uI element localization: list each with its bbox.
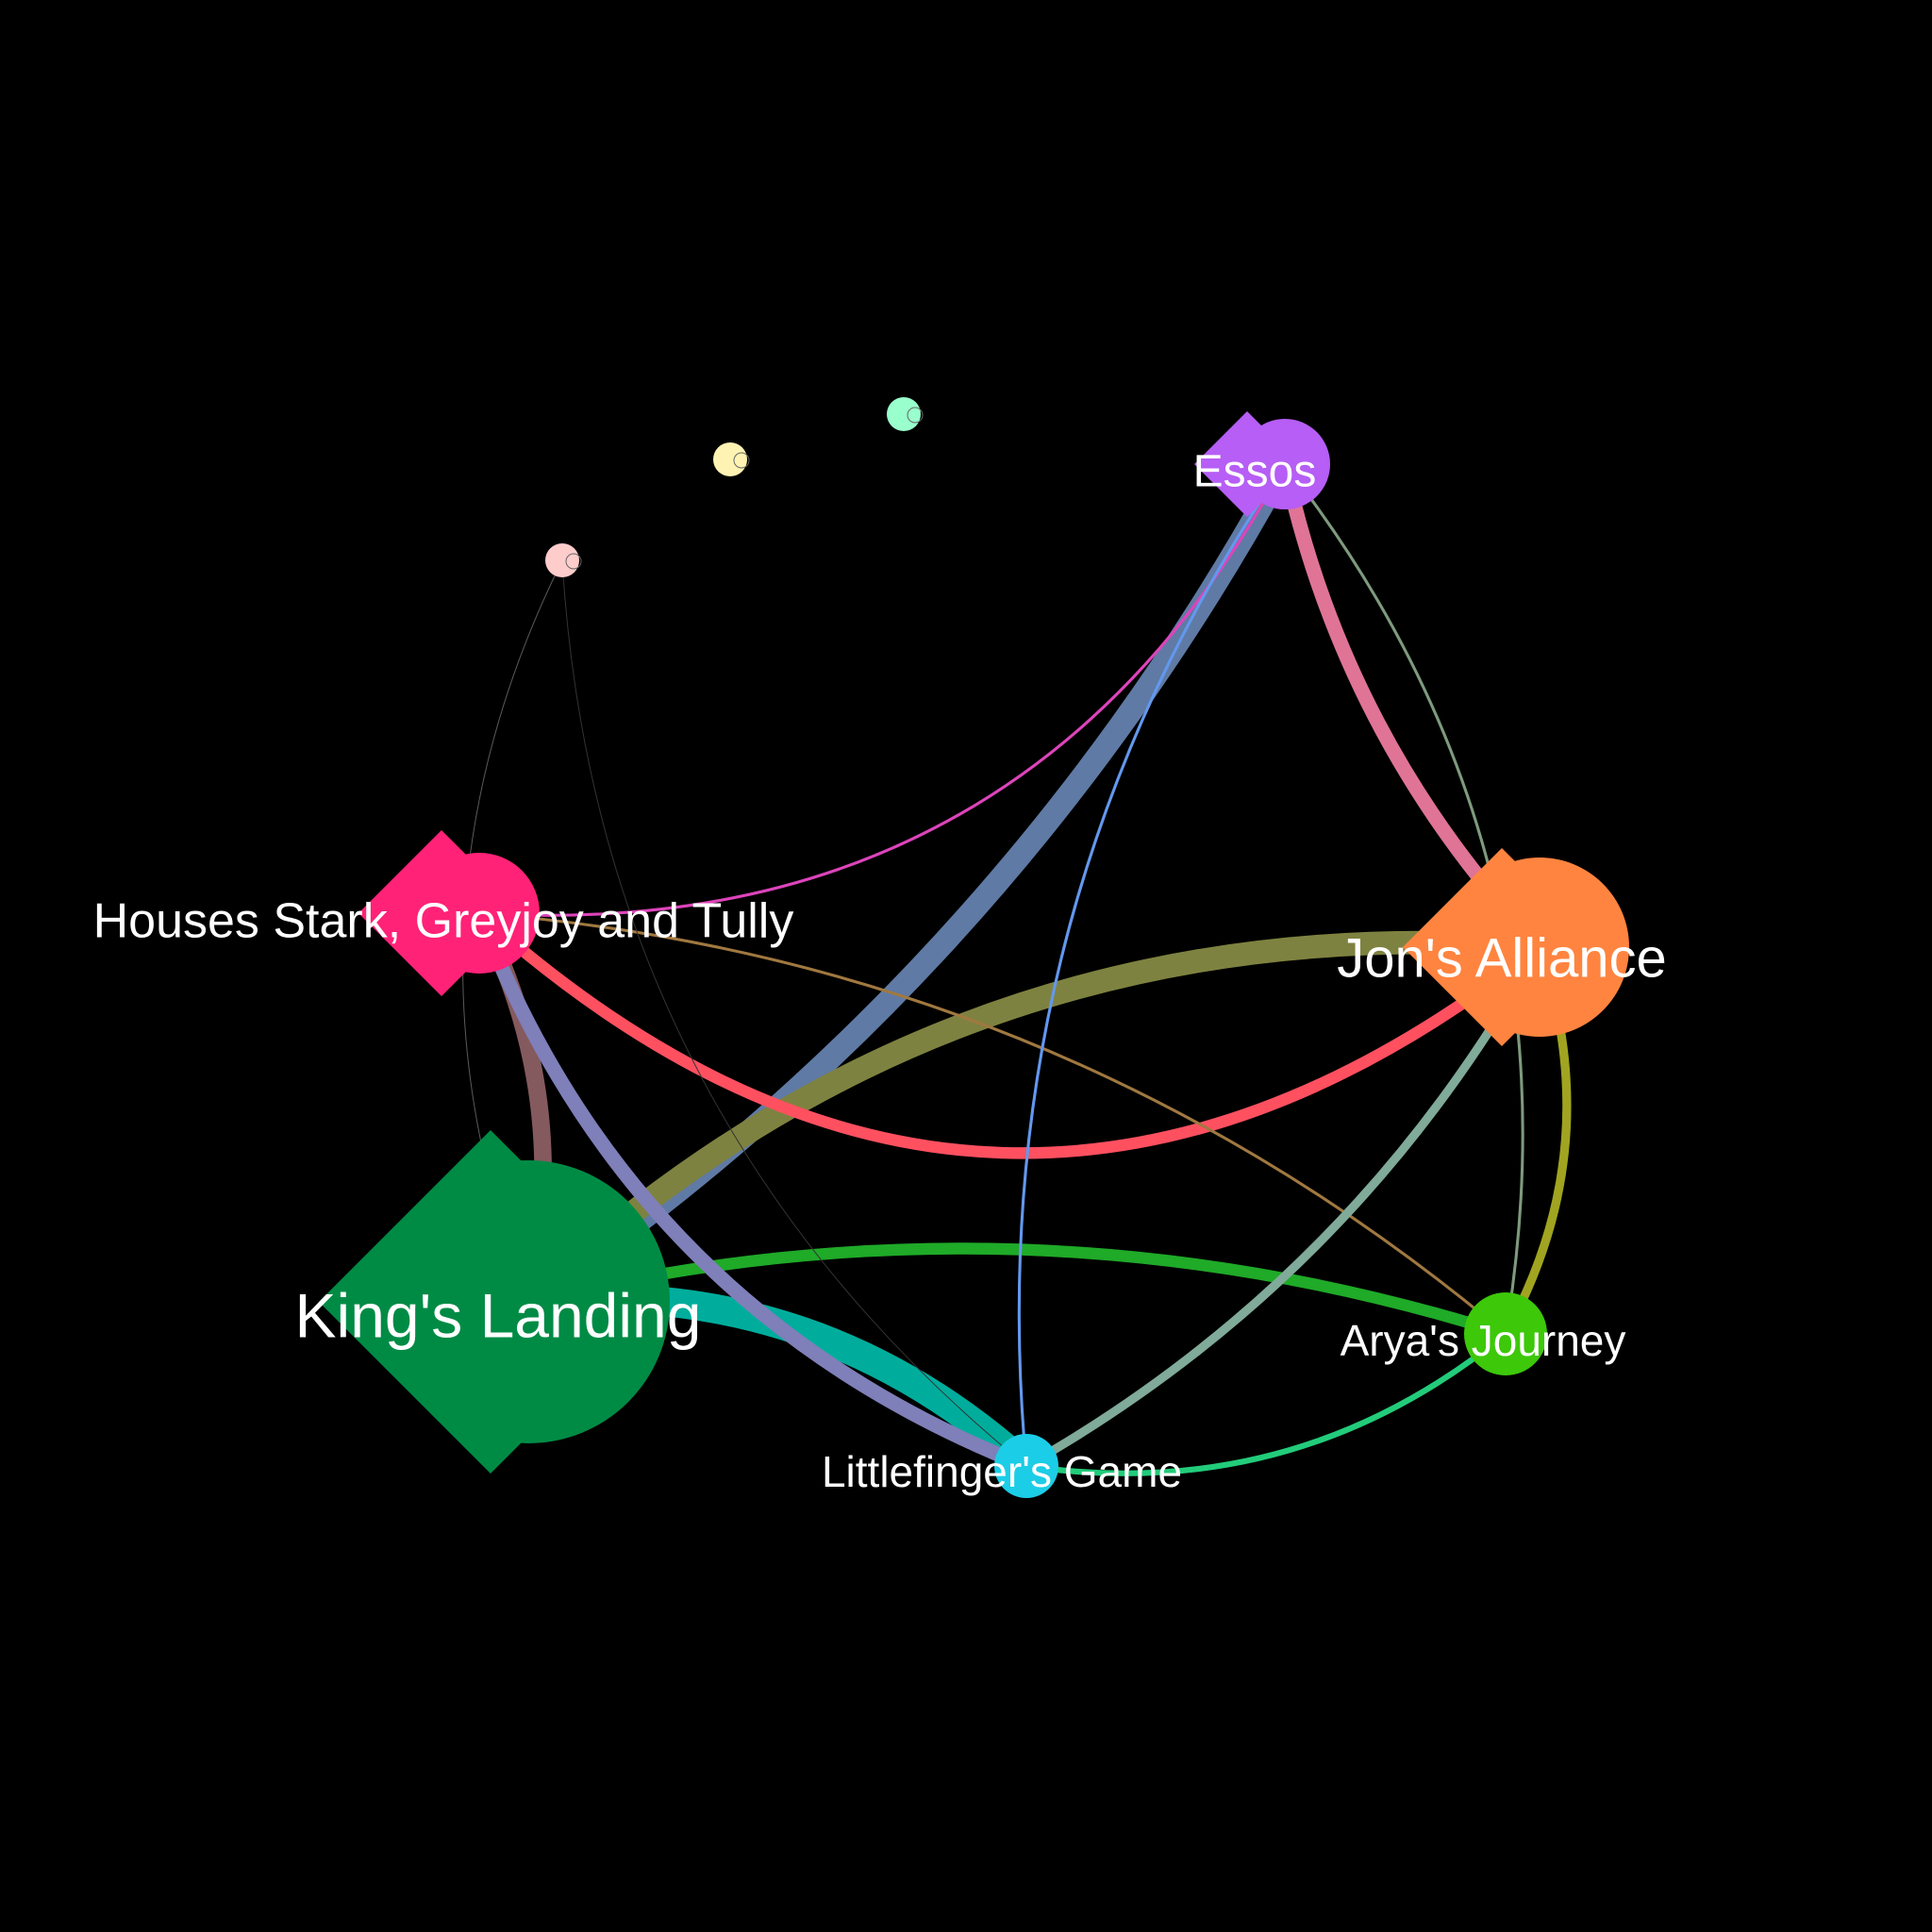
node-littlefingers_game-circle — [994, 1434, 1058, 1498]
link-houses_stark-littlefingers_game — [472, 906, 1034, 1474]
label-littlefingers_game: Littlefinger's Game — [822, 1447, 1182, 1496]
link-houses_stark-aryas_journey — [477, 911, 1507, 1336]
link-aryas_journey-littlefingers_game — [1023, 1330, 1509, 1476]
node-essos — [1194, 411, 1330, 517]
node-aryas_journey — [1464, 1292, 1547, 1375]
node-small_yellow — [713, 442, 750, 476]
node-littlefingers_game — [994, 1434, 1058, 1498]
link-houses_stark-jons_alliance — [473, 907, 1546, 1159]
node-houses_stark-circle — [419, 853, 540, 974]
node-kings_landing-circle — [387, 1160, 670, 1443]
node-small_yellow-circle — [713, 442, 747, 476]
node-essos-circle — [1240, 419, 1330, 509]
node-small_mint-circle — [887, 397, 921, 431]
node-jons_alliance — [1403, 848, 1629, 1046]
node-aryas_journey-circle — [1464, 1292, 1547, 1375]
labels-layer: King's Landing Jon's Alliance Houses Stark… — [93, 447, 1667, 1496]
node-small_pink-ring — [565, 553, 582, 570]
link-houses_stark-essos — [477, 462, 1287, 917]
node-small_mint — [887, 397, 924, 431]
node-small_mint-ring — [907, 407, 924, 424]
node-small_yellow-ring — [733, 452, 750, 469]
link-essos-littlefingers_game — [1017, 462, 1287, 1468]
node-houses_stark — [358, 830, 540, 996]
label-aryas_journey: Arya's Journey — [1341, 1316, 1626, 1365]
label-essos: Essos — [1193, 447, 1317, 497]
node-small_pink — [545, 543, 582, 577]
node-jons_alliance-circle — [1450, 858, 1629, 1037]
link-small_pink-littlefingers_game — [561, 559, 1027, 1467]
label-houses_stark: Houses Stark, Greyjoy and Tully — [93, 894, 794, 949]
link-kings_landing-jons_alliance — [516, 930, 1552, 1314]
nodes-layer — [319, 397, 1629, 1498]
node-kings_landing — [319, 1130, 670, 1474]
link-jons_alliance-littlefingers_game — [1022, 942, 1544, 1471]
node-small_pink-circle — [545, 543, 579, 577]
label-kings_landing: King's Landing — [295, 1280, 702, 1350]
label-jons_alliance: Jon's Alliance — [1337, 927, 1667, 989]
